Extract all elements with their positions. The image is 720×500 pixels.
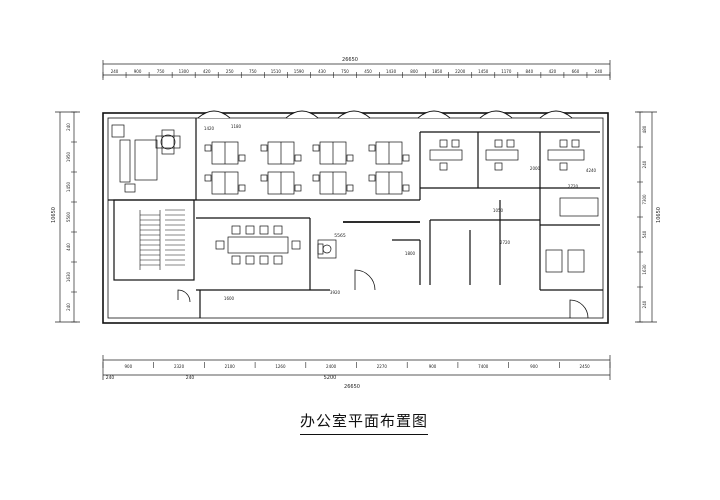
top-dimension [102,60,611,80]
dimension-value: 420 [203,69,211,74]
chair [204,144,212,152]
dimension-value: 1590 [294,69,305,74]
dimension-value: 750 [249,69,257,74]
dimension-value: 450 [364,69,372,74]
dimension-value: 2100 [225,364,236,369]
top-dimension-chain: 240 900 750 1300 420 250 750 1510 1590 430 750 450 1… [102,69,611,78]
drawing-title: 办公室平面布置图 [300,410,429,435]
bottom-left-small2: 240 [186,375,195,381]
chair [312,144,320,152]
right-total-dimension: 10650 [656,207,662,223]
bottom-total-dimension: 26650 [344,384,360,390]
chair [346,154,354,162]
top-total-dimension: 26650 [342,57,358,63]
dimension-value: 800 [410,69,418,74]
dimension-value: 2270 [377,364,388,369]
label-b: 1180 [231,124,242,129]
chair [238,154,246,162]
chair [402,184,410,192]
right-dimension-chain: 480 240 7300 540 1630 240 [637,111,647,323]
chair [204,174,212,182]
dimension-value: 750 [157,69,165,74]
dimension-value: 430 [318,69,326,74]
chair [368,144,376,152]
dimension-value: 240 [642,300,647,308]
private-offices [429,139,599,273]
label-c: 5565 [334,233,346,239]
dimension-value: 240 [642,160,647,168]
dimension-value: 1630 [66,271,71,282]
dimension-value: 2400 [326,364,337,369]
dimension-value: 1260 [275,364,286,369]
dimension-value: 7400 [478,364,489,369]
dimension-value: 420 [549,69,557,74]
label-e: 2000 [530,166,541,171]
outer-walls [102,112,609,324]
dimension-value: 240 [66,123,71,131]
label-k: 3920 [330,290,341,295]
bottom-mid-dimension: 5200 [324,375,337,381]
dimension-value: 2200 [455,69,466,74]
bottom-dimension-chain: 900 2320 2100 1260 2400 2270 900 7400 900 2450 [102,362,611,369]
dimension-value: 1630 [642,264,647,275]
chair [346,184,354,192]
dimension-value: 1450 [478,69,489,74]
label-d: 1050 [493,208,504,213]
dimension-value: 1850 [432,69,443,74]
dimension-value: 1510 [271,69,282,74]
dimension-value: 840 [526,69,534,74]
dimension-value: 240 [111,69,119,74]
chair [402,154,410,162]
dimension-value: 1170 [501,69,512,74]
chair [294,154,302,162]
dimension-value: 480 [642,125,647,133]
dimension-value: 900 [134,69,142,74]
dimension-value: 1950 [66,151,71,162]
dimension-value: 1430 [386,69,397,74]
chair [238,184,246,192]
label-h: 2720 [500,240,511,245]
dimension-value: 540 [642,230,647,238]
dimension-value: 660 [572,69,580,74]
open-workstations [204,141,410,195]
dimension-value: 900 [125,364,133,369]
dimension-value: 2450 [580,364,591,369]
entry-doors [177,269,589,319]
chair [260,174,268,182]
dimension-value: 2320 [174,364,185,369]
dimension-value: 440 [66,243,71,251]
chair [368,174,376,182]
label-a: 1420 [204,126,215,131]
staircase [139,209,185,270]
dimension-value: 7300 [642,194,647,205]
dimension-value: 240 [595,69,603,74]
dimension-value: 240 [66,303,71,311]
dimension-value: 1300 [179,69,190,74]
lounge-set [317,239,337,259]
chair [312,174,320,182]
conference-table [215,225,301,265]
dimension-value: 250 [226,69,234,74]
dimension-value: 1450 [66,181,71,192]
chair [294,184,302,192]
chair [260,144,268,152]
label-f: 2720 [568,184,579,189]
label-i: 1600 [224,296,235,301]
window-bays [197,110,573,119]
dimension-value: 900 [530,364,538,369]
left-total-dimension: 10650 [51,207,57,223]
dimension-value: 750 [341,69,349,74]
label-g: 4240 [586,168,597,173]
interior-walls [108,118,603,318]
bottom-left-small: 240 [106,375,115,381]
label-j: 1800 [405,251,416,256]
dimension-value: 900 [429,364,437,369]
dimension-value: 5500 [66,211,71,222]
left-dimension-chain: 240 1950 1450 5500 440 1630 240 [66,111,77,323]
reception-furniture [111,124,181,193]
